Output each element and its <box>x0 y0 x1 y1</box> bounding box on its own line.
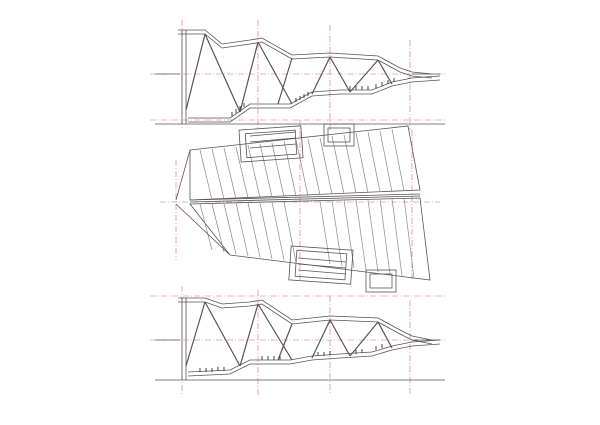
top-floor-inner <box>188 79 441 123</box>
bottom-elevation <box>150 286 445 395</box>
plan-grid-lines <box>160 120 440 280</box>
plan-upper-wing-planks <box>199 128 405 201</box>
plan-lower-stair-core <box>288 245 397 293</box>
plan-lower-wing-outline <box>189 197 431 281</box>
central-plan <box>160 120 440 293</box>
bottom-stair-treads <box>199 344 383 372</box>
plan-upper-wing-outline <box>189 125 421 201</box>
bottom-roof-profile <box>178 297 433 341</box>
plan-upper-stair-core <box>238 123 355 163</box>
top-elevation <box>150 20 445 130</box>
top-stair-treads <box>231 78 395 116</box>
top-truss-diagonals <box>185 33 393 113</box>
plan-lower-wing-planks <box>199 197 415 279</box>
top-roof-inner <box>178 33 433 79</box>
plan-center-chord <box>189 195 421 203</box>
bottom-floor-profile <box>187 339 441 373</box>
top-roof-profile <box>178 29 433 75</box>
top-floor-profile <box>188 75 441 119</box>
bottom-truss-diagonals <box>185 301 393 367</box>
bottom-floor-inner <box>187 343 441 377</box>
